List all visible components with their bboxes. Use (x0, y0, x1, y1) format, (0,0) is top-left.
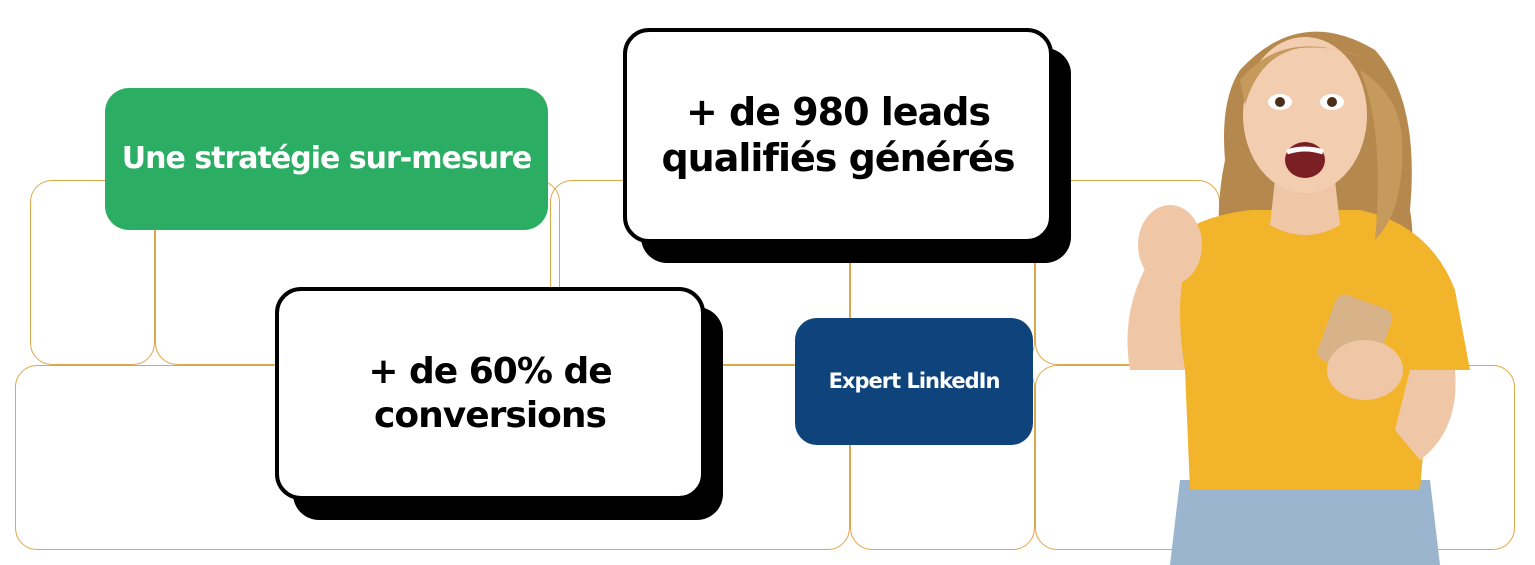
strategy-card: Une stratégie sur-mesure (105, 88, 548, 230)
conversions-line-1: + de 60% de (368, 351, 612, 393)
conversions-card: + de 60% de conversions (275, 287, 705, 500)
leads-card: + de 980 leads qualifiés générés (623, 28, 1053, 243)
conversions-line-2: conversions (374, 394, 607, 436)
leads-line-1: + de 980 leads (685, 89, 991, 134)
expert-linkedin-card: Expert LinkedIn (795, 318, 1033, 445)
expert-linkedin-label: Expert LinkedIn (828, 368, 1001, 393)
leads-line-2: qualifiés générés (661, 135, 1015, 180)
grid-box-1 (30, 180, 155, 365)
strategy-label: Une stratégie sur-mesure (121, 141, 532, 176)
woman-photo (1127, 31, 1470, 565)
